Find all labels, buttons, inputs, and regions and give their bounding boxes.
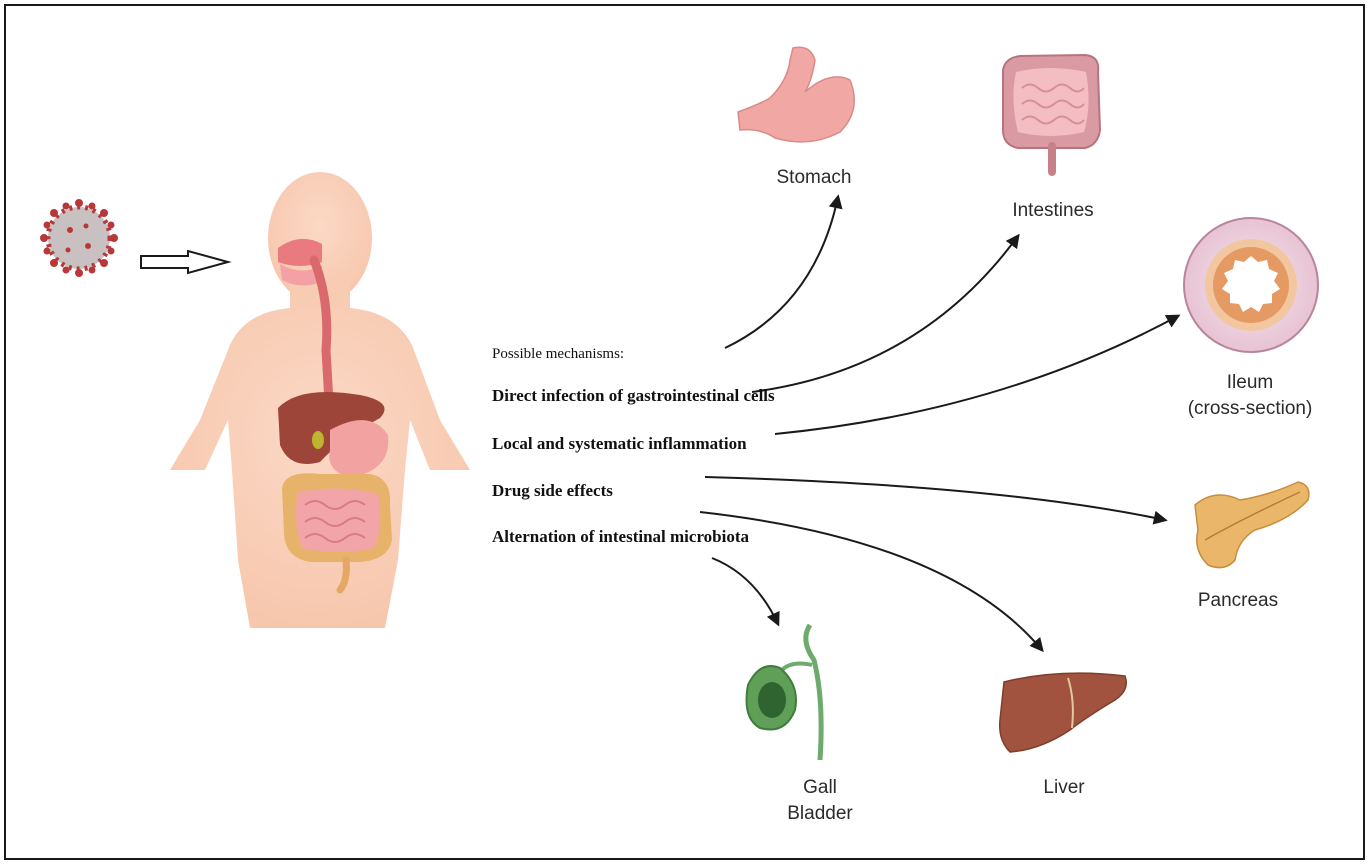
gallbladder-label-line2: Bladder: [750, 801, 890, 827]
intestines-label: Intestines: [983, 198, 1123, 224]
gallbladder-label-line1: Gall: [750, 775, 890, 801]
entry-arrow: [141, 251, 228, 273]
arrow-to-gallbladder: [712, 558, 778, 624]
ileum-label-line1: Ileum: [1160, 370, 1340, 396]
ileum-label: Ileum (cross-section): [1160, 370, 1340, 421]
intestines-icon: [1003, 55, 1100, 172]
mechanism-item: Local and systematic inflammation: [492, 434, 747, 454]
stomach-label: Stomach: [744, 165, 884, 191]
ileum-icon: [1184, 218, 1318, 352]
arrow-to-liver: [700, 512, 1042, 650]
ileum-label-line2: (cross-section): [1160, 396, 1340, 422]
gallbladder-icon: [747, 625, 822, 760]
arrow-to-ileum: [775, 316, 1178, 434]
pancreas-icon: [1195, 482, 1309, 568]
gallbladder-label: Gall Bladder: [750, 775, 890, 826]
liver-label: Liver: [994, 775, 1134, 801]
mechanism-item: Alternation of intestinal microbiota: [492, 527, 749, 547]
pancreas-label: Pancreas: [1168, 588, 1308, 614]
human-body-icon: [170, 172, 470, 628]
arrow-to-pancreas: [705, 477, 1165, 520]
arrow-to-intestines: [752, 236, 1018, 392]
mechanism-item: Drug side effects: [492, 481, 613, 501]
arrow-to-stomach: [725, 197, 838, 348]
mechanism-item: Direct infection of gastrointestinal cel…: [492, 386, 775, 406]
mechanisms-heading: Possible mechanisms:: [492, 346, 624, 363]
virus-icon: [40, 199, 118, 277]
liver-icon: [1000, 673, 1127, 752]
stomach-icon: [738, 47, 854, 142]
